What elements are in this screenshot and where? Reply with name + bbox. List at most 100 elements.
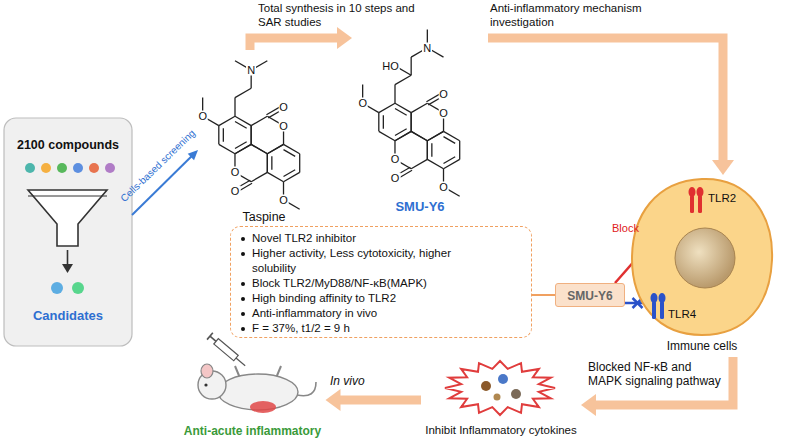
library-panel-ground [4,118,132,346]
stroke [234,98,235,117]
stroke [235,144,251,153]
stroke [251,116,267,125]
immune-cell: Immune cells TLR2TLR4 [628,175,776,357]
stroke [431,143,432,156]
stroke [659,293,666,303]
bullet-dot [241,282,245,286]
atom-label: O [278,194,289,205]
node-label: TLR2 [708,192,736,206]
bullet-row: Anti-inflammatory in vivo [241,306,521,321]
stroke [379,131,395,140]
connector-line [488,38,723,162]
bullet-dot [241,327,245,331]
connector [250,27,352,50]
stroke [223,128,224,141]
cell-membrane [632,179,772,335]
connector [326,389,422,411]
edge-label: Anti-inflammatory mechanism investigatio… [490,2,665,30]
receptor-symbol [650,292,666,320]
stroke [410,113,411,132]
receptor-symbol [688,186,704,214]
node-label: Immune cells [667,339,738,353]
atom-label: HO [381,60,400,71]
stroke [284,170,296,177]
bullet-text: Block TLR2/MyD88/NF-κB(MAPK) [252,276,427,291]
stroke [267,144,283,153]
arrowhead [188,150,198,160]
atom-label: O [390,173,401,184]
stroke [411,57,412,75]
bullet-text: Novel TLR2 inhibitor [252,231,356,246]
stroke [251,144,267,153]
nucleus [675,228,735,288]
library-panel: 2100 compoundsCandidates [4,118,132,346]
cytokine-box: Inhibit Inflammatory cytokines [421,360,581,440]
stroke [395,109,407,116]
arrowhead [581,394,596,416]
bullet-row: F = 37%, t1/2 = 9 h [241,321,521,336]
arrowhead [326,389,341,411]
stroke [427,141,428,160]
stroke [697,187,704,197]
funnel-rim [28,196,107,197]
atom-label: O [390,154,401,165]
bullet-row: Block TLR2/MyD88/NF-κB(MAPK) [241,276,521,291]
connector [532,295,555,296]
node-label: Anti-acute inflammatory [184,424,321,438]
stroke [395,103,411,112]
bullet-text: Anti-inflammatory in vivo [252,306,377,321]
down-arrow [62,250,73,273]
stroke [251,172,267,181]
bullet-row: High binding affinity to TLR2 [241,291,521,306]
edge-label: Blocked NF-κB and MAPK signaling pathway [588,360,726,389]
stroke [427,131,443,140]
stroke [218,126,219,145]
bullet-text: High binding affinity to TLR2 [252,291,396,306]
structure-box: Taspine [198,50,330,226]
stroke [219,144,235,153]
connector [488,38,734,175]
bullet-dot [241,312,245,316]
stroke [660,301,664,319]
node-label: 2100 compounds [17,138,119,153]
stroke [250,126,251,145]
stroke [652,301,656,319]
stroke [235,142,247,149]
atom-label: N [246,65,256,76]
stroke [395,129,407,136]
bullet-dot [241,297,245,301]
stroke [235,88,251,97]
atom-label: O [278,101,289,112]
stroke [267,144,283,153]
receptor: TLR4 [650,292,712,322]
bullet-text: Higher activity, Less cytotoxicity, high… [252,246,492,276]
atom-label: O [230,167,241,178]
bullet-row: Novel TLR2 inhibitor [241,231,521,246]
stroke [444,159,460,168]
atom-label: O [438,107,449,118]
edge-label: In vivo [330,374,365,388]
stroke [395,75,411,84]
stroke [235,144,251,153]
atom-label: O [278,120,289,131]
stroke [267,154,268,173]
stroke [284,144,300,153]
bullet-row: Higher activity, Less cytotoxicity, high… [241,246,521,276]
stroke [379,103,395,112]
stroke [689,187,696,197]
connector-line [339,396,421,405]
node-label: SMU-Y6 [395,199,444,215]
bullet-text: F = 37%, t1/2 = 9 h [252,321,350,336]
atom-label: O [197,111,208,122]
connector-line [250,38,339,50]
node-label: Inhibit Inflammatory cytokines [425,424,576,438]
stroke [690,195,694,213]
arrowhead [712,160,734,175]
stroke [284,172,300,181]
stroke [219,116,235,125]
atom-label: O [438,88,449,99]
edge-label: Total synthesis in 10 steps and SAR stud… [258,2,418,30]
outcome-box: Anti-acute inflammatory [180,342,326,440]
stroke [411,131,427,140]
connector [581,357,733,416]
